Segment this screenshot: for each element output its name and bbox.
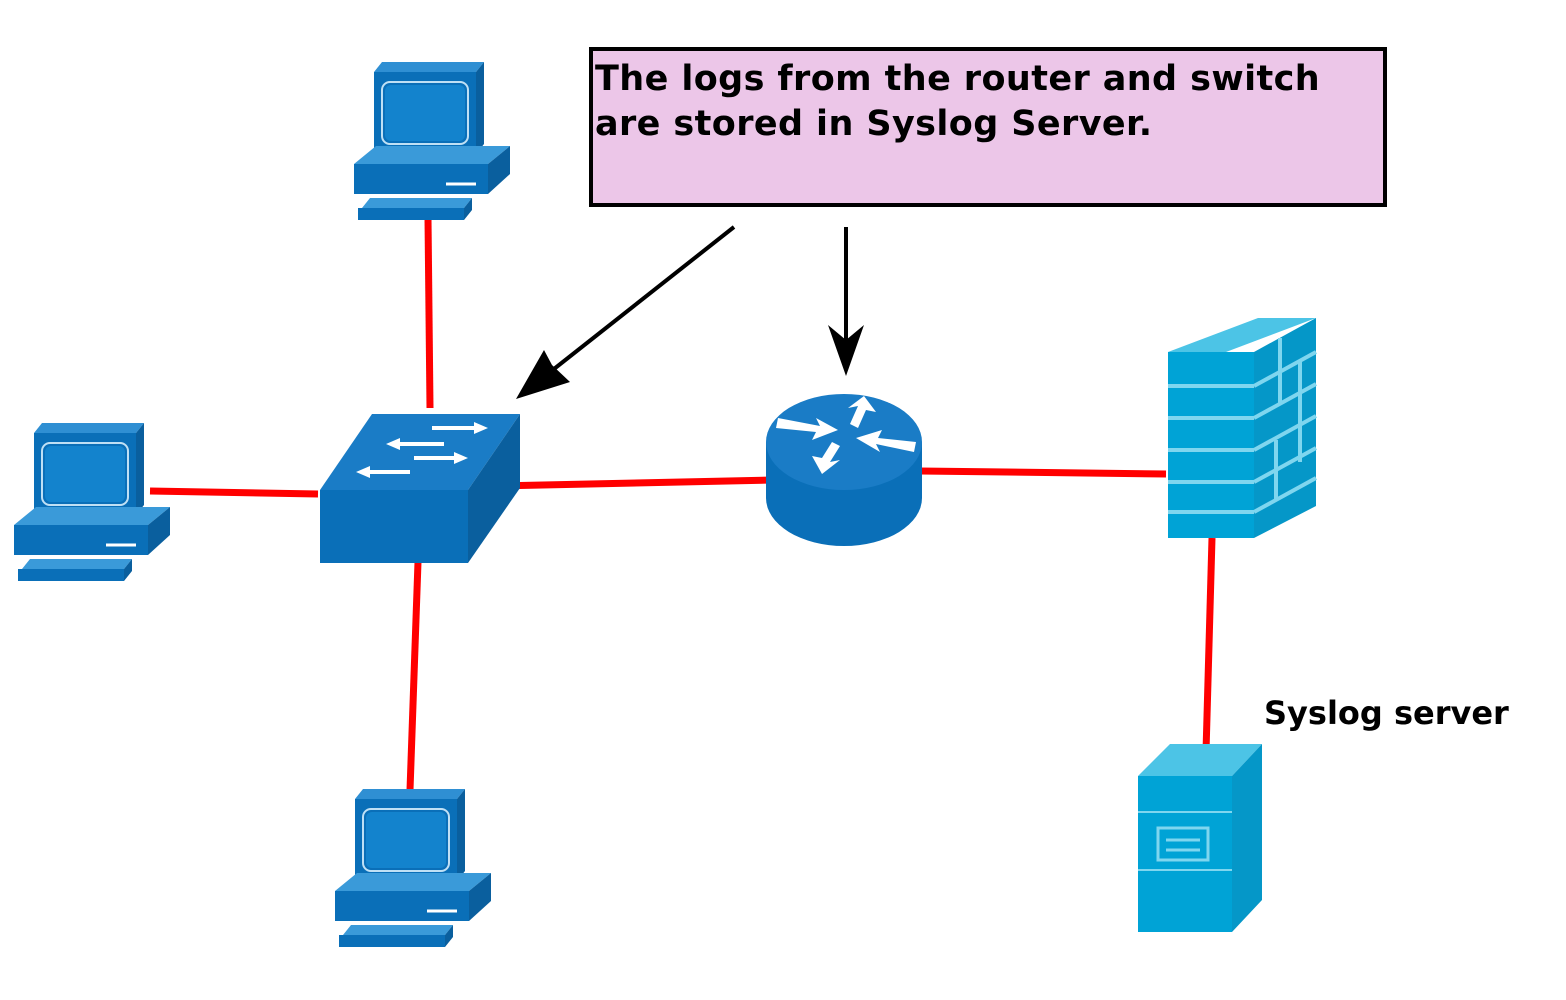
annotation-note-box: The logs from the router and switch are … xyxy=(589,47,1387,207)
computer-icon[interactable] xyxy=(12,421,172,583)
switch-icon[interactable] xyxy=(320,414,520,563)
link-switch-router xyxy=(496,476,773,490)
syslog-server-label: Syslog server xyxy=(1264,694,1509,732)
link-pc-top-switch xyxy=(424,217,434,409)
link-router-firewall xyxy=(919,467,1167,478)
firewall-icon[interactable] xyxy=(1168,318,1317,538)
annotation-note-text: The logs from the router and switch are … xyxy=(595,59,1321,144)
annotation-arrows xyxy=(516,225,864,399)
computer-icon[interactable] xyxy=(333,787,493,949)
router-icon[interactable] xyxy=(766,394,922,546)
link-firewall-server xyxy=(1202,537,1216,753)
server-icon[interactable] xyxy=(1138,744,1262,932)
computer-icon[interactable] xyxy=(352,60,512,222)
network-links xyxy=(149,217,1216,791)
arrow-to-switch xyxy=(538,225,736,382)
link-pc-bottom-switch xyxy=(406,561,422,791)
arrow-head-switch xyxy=(516,350,570,399)
link-pc-left-switch xyxy=(149,487,319,498)
arrow-head-router xyxy=(828,325,864,376)
